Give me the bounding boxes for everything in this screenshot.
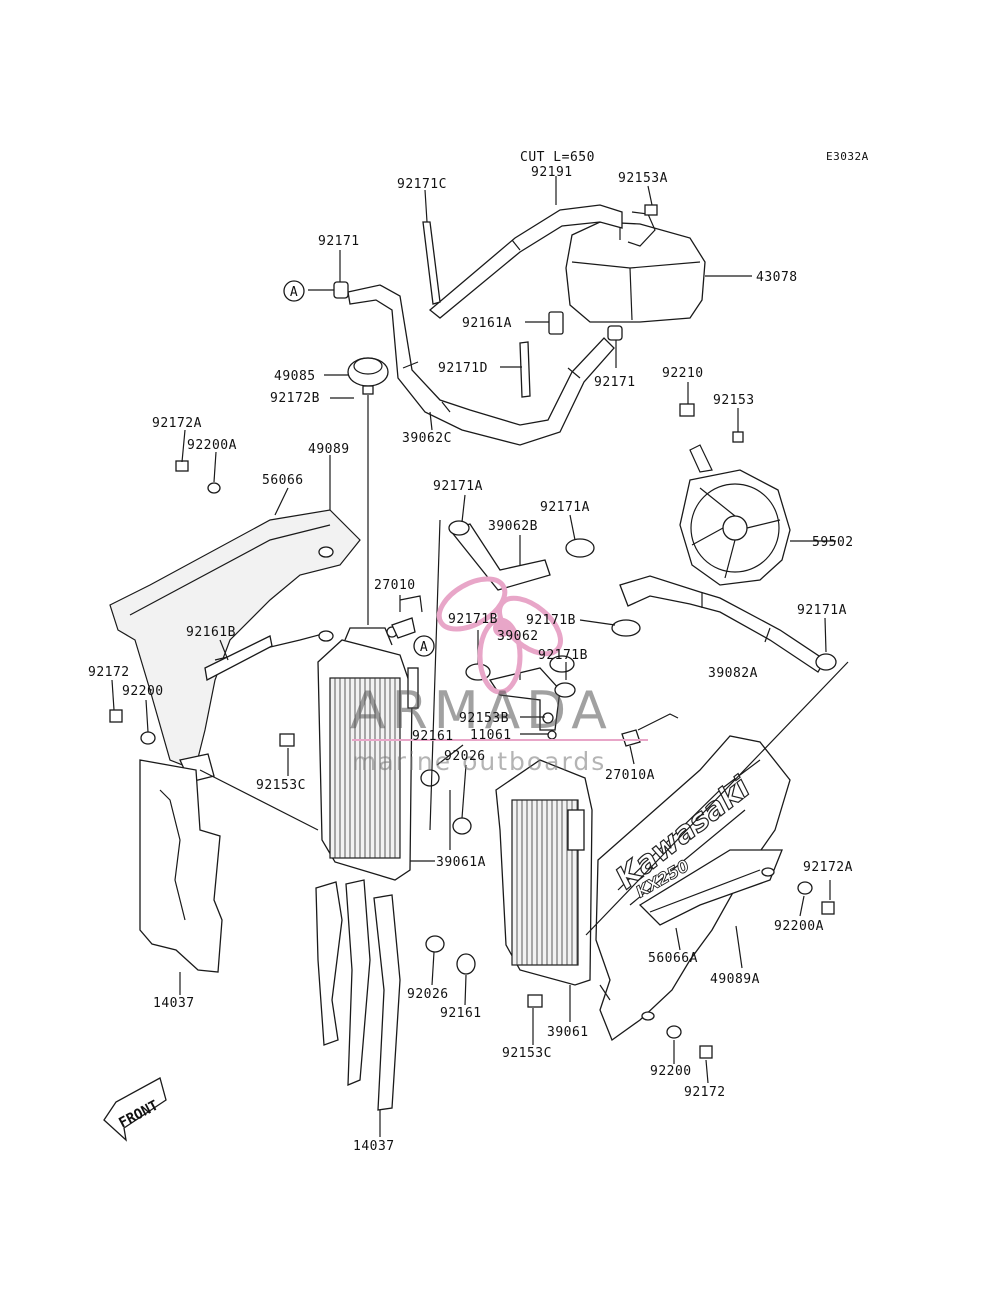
callout-a-mid: A xyxy=(413,635,435,657)
left-shroud-pieces-lower xyxy=(315,879,401,1111)
label-49089A: 49089A xyxy=(710,972,760,987)
watermark: ARMADA marine outboards xyxy=(350,576,648,776)
label-92172-right: 92172 xyxy=(684,1085,726,1100)
label-92153C-left: 92153C xyxy=(256,778,306,793)
label-92171D: 92171D xyxy=(438,361,488,376)
right-radiator xyxy=(495,759,593,986)
watermark-subtitle: marine outboards xyxy=(352,747,606,776)
label-92171-right: 92171 xyxy=(594,375,636,390)
label-92153C-low: 92153C xyxy=(502,1046,552,1061)
label-92172A-left: 92172A xyxy=(152,416,202,431)
callout-a-top-label: A xyxy=(290,285,298,300)
label-92171A-1: 92171A xyxy=(433,479,483,494)
grommets xyxy=(109,460,835,1059)
cut-note: CUT L=650 xyxy=(520,150,595,165)
callout-a-top: A xyxy=(283,280,305,302)
center-hoses xyxy=(448,520,595,740)
left-trim-tape xyxy=(204,635,273,681)
label-11061: 11061 xyxy=(470,728,512,743)
label-43078: 43078 xyxy=(756,270,798,285)
label-92171C: 92171C xyxy=(397,177,447,192)
label-39062: 39062 xyxy=(497,629,539,644)
label-92172B: 92172B xyxy=(270,391,320,406)
label-92200A-right: 92200A xyxy=(774,919,824,934)
label-39082A: 39082A xyxy=(708,666,758,681)
watermark-title: ARMADA xyxy=(350,681,613,741)
radiator-cap xyxy=(347,357,389,395)
cooling-fan xyxy=(679,403,791,586)
label-92171A-3: 92171A xyxy=(797,603,847,618)
label-92026-low: 92026 xyxy=(407,987,449,1002)
label-14037-low: 14037 xyxy=(353,1139,395,1154)
label-92026-mid: 92026 xyxy=(444,749,486,764)
label-92200A-left: 92200A xyxy=(187,438,237,453)
left-shroud xyxy=(109,509,361,783)
overflow-hose xyxy=(428,204,623,319)
label-59502: 59502 xyxy=(812,535,854,550)
label-92171B-3: 92171B xyxy=(538,648,588,663)
left-radiator xyxy=(317,626,419,881)
upper-radiator-hose xyxy=(347,284,615,446)
label-27010A: 27010A xyxy=(605,768,655,783)
label-92153A: 92153A xyxy=(618,171,668,186)
label-39062B: 39062B xyxy=(488,519,538,534)
label-39061A: 39061A xyxy=(436,855,486,870)
reserve-tank xyxy=(565,211,706,323)
lower-right-hose-39082A xyxy=(611,575,837,673)
label-92171A-2: 92171A xyxy=(540,500,590,515)
label-92171-top: 92171 xyxy=(318,234,360,249)
label-92153: 92153 xyxy=(713,393,755,408)
label-56066: 56066 xyxy=(262,473,304,488)
diagram-code: E3032A xyxy=(826,150,869,163)
sensors xyxy=(391,595,679,747)
label-49085: 49085 xyxy=(274,369,316,384)
label-92191: 92191 xyxy=(531,165,573,180)
label-92172A-right: 92172A xyxy=(803,860,853,875)
label-92200-right: 92200 xyxy=(650,1064,692,1079)
label-92210: 92210 xyxy=(662,366,704,381)
label-56066A: 56066A xyxy=(648,951,698,966)
callout-a-mid-label: A xyxy=(420,640,428,655)
label-92200-left: 92200 xyxy=(122,684,164,699)
label-14037-left: 14037 xyxy=(153,996,195,1011)
label-49089: 49089 xyxy=(308,442,350,457)
label-92153B: 92153B xyxy=(459,711,509,726)
front-arrow: FRONT xyxy=(103,1077,167,1142)
propeller-logo-icon xyxy=(436,576,563,695)
label-92171B-2: 92171B xyxy=(526,613,576,628)
label-92161A: 92161A xyxy=(462,316,512,331)
left-guard-14037 xyxy=(139,759,223,973)
label-39061: 39061 xyxy=(547,1025,589,1040)
part-labels: E3032A CUT L=650 92191 92171C 92153A 430… xyxy=(88,150,869,1154)
label-92161-mid: 92161 xyxy=(412,729,454,744)
label-92171B-1: 92171B xyxy=(448,612,498,627)
label-27010: 27010 xyxy=(374,578,416,593)
label-92172-left: 92172 xyxy=(88,665,130,680)
label-39062C: 39062C xyxy=(402,431,452,446)
clamps-top xyxy=(333,204,658,398)
label-92161B: 92161B xyxy=(186,625,236,640)
label-92161-low: 92161 xyxy=(440,1006,482,1021)
